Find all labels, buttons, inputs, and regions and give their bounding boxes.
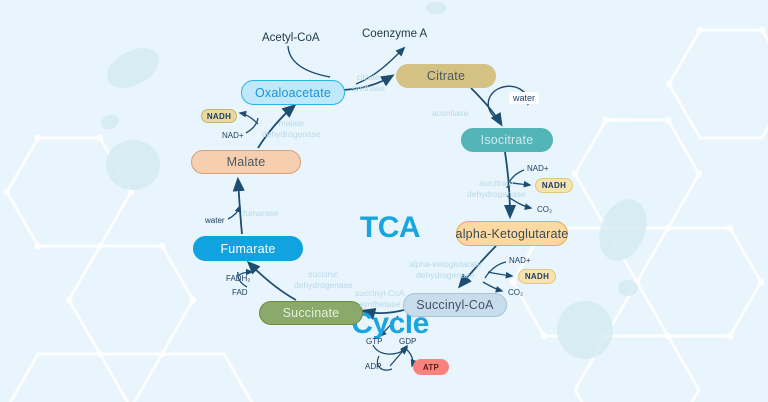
cofactor-label-gtp: GTP — [366, 337, 383, 346]
cofactor-label-water-fumarase: water — [205, 216, 225, 225]
cofactor-label-nad-plus-akg: NAD+ — [509, 256, 531, 265]
metabolite-node-citrate[interactable]: Citrate — [396, 64, 496, 88]
cofactor-label-nad-plus-isocitrate: NAD+ — [527, 164, 549, 173]
enzyme-label-line-2: dehydrogenase — [467, 188, 526, 199]
enzyme-label-line-2: dehydrogenase — [294, 279, 353, 290]
cofactor-label-nad-plus-malate: NAD+ — [222, 131, 244, 140]
product-badge-nadh-isocitrate[interactable]: NADH — [535, 178, 573, 193]
enzyme-label-line-1: succinyl-CoA — [355, 288, 405, 298]
product-badge-nadh-malate[interactable]: NADH — [201, 109, 237, 123]
cofactor-label-fad: FAD — [232, 288, 248, 297]
page-title: TCA Cycle — [330, 148, 450, 402]
enzyme-label-line-1: aconitase — [432, 108, 469, 118]
cofactor-label-co2-isocitrate: CO₂ — [537, 205, 553, 214]
metabolite-node-succinyl-coa[interactable]: Succinyl-CoA — [403, 293, 507, 317]
product-badge-nadh-akg[interactable]: NADH — [518, 269, 556, 284]
metabolite-node-isocitrate[interactable]: Isocitrate — [461, 128, 553, 152]
enzyme-label-line-2: synthase — [351, 82, 386, 93]
enzyme-label-line-2: synthetase — [359, 298, 401, 309]
metabolite-node-succinate[interactable]: Succinate — [259, 301, 363, 325]
title-line-1: TCA — [359, 211, 421, 245]
enzyme-label-aconitase: aconitase — [432, 108, 468, 119]
cofactor-label-adp: ADP — [365, 362, 382, 371]
metabolite-node-malate[interactable]: Malate — [191, 150, 301, 174]
cofactor-label-fadh2: FADH₂ — [226, 274, 251, 283]
metabolite-node-oxaloacetate[interactable]: Oxaloacetate — [241, 80, 345, 105]
enzyme-label-fumarase: fumarase — [243, 208, 278, 219]
enzyme-label-line-1: citrate — [356, 72, 380, 82]
cofactor-label-co2-akg: CO₂ — [508, 288, 524, 297]
enzyme-label-line-2: dehydrogenase — [416, 269, 475, 280]
cofactor-label-gdp: GDP — [399, 337, 417, 346]
enzyme-label-line-1: isocitrate — [479, 178, 514, 188]
cofactor-label-water-aconitase: water — [509, 92, 540, 104]
substrate-label-acetyl-coa: Acetyl-CoA — [262, 32, 320, 44]
enzyme-label-line-2: dehydrogenase — [262, 128, 321, 139]
metabolite-node-alpha-ketoglutarate[interactable]: alpha-Ketoglutarate — [456, 221, 568, 246]
enzyme-label-line-1: succinic — [308, 269, 339, 279]
enzyme-label-line-1: fumarase — [243, 208, 279, 218]
enzyme-label-line-1: alpha-ketoglutarate — [409, 259, 482, 269]
enzyme-label-line-1: malate — [278, 118, 305, 128]
substrate-label-coenzyme-a: Coenzyme A — [362, 28, 428, 40]
product-badge-atp[interactable]: ATP — [413, 359, 449, 375]
metabolite-node-fumarate[interactable]: Fumarate — [193, 236, 303, 261]
